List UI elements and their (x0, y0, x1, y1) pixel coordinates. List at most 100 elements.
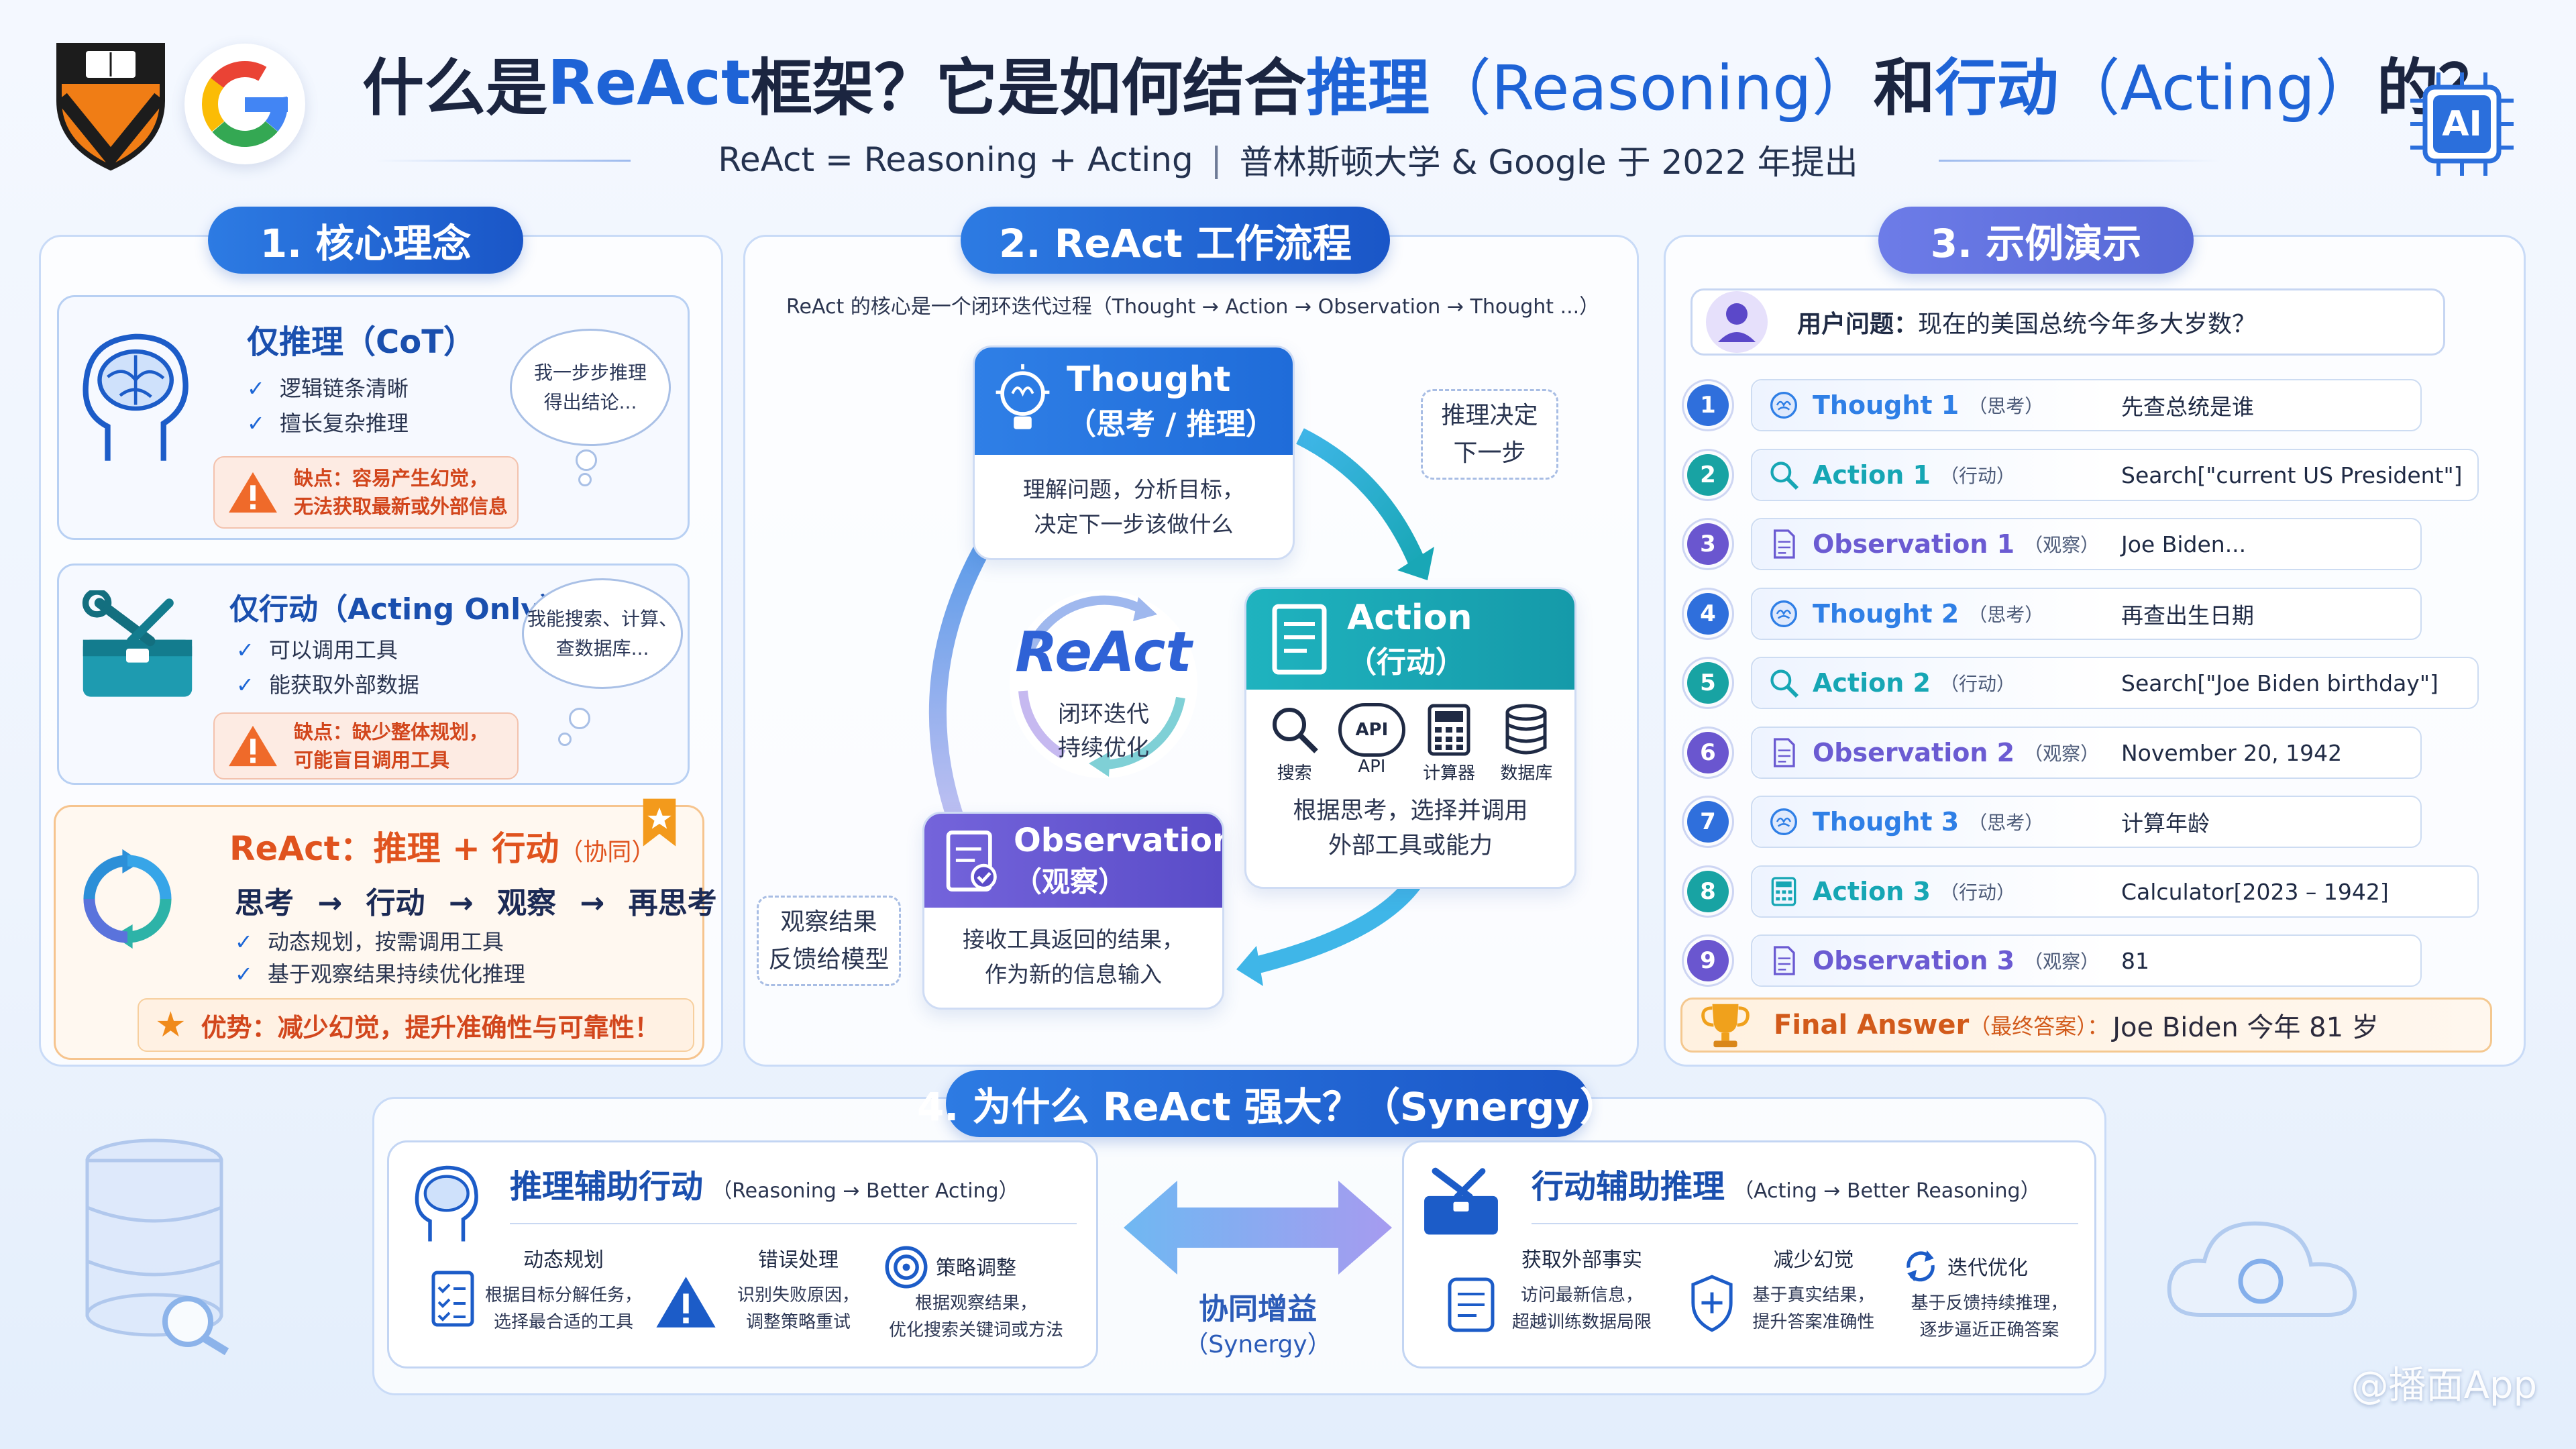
final-answer-sub: （最终答案）： (1969, 1014, 2109, 1039)
step-number-badge: 5 (1687, 662, 1729, 704)
question-text: 现在的美国总统今年多大岁数？ (1918, 311, 2257, 338)
cot-bubble-dot-2 (578, 473, 592, 486)
act-warning: 缺点：缺少整体规划，可能盲目调用工具 (213, 712, 519, 780)
tool-database-label: 数据库 (1500, 763, 1553, 784)
note-decide-next: 推理决定 下一步 (1421, 389, 1558, 480)
step-value: 81 (2121, 947, 2149, 974)
left-item-1-desc-1: 根据目标分解任务， (484, 1285, 642, 1305)
cot-bubble-line-1: 我一步步推理 (533, 361, 647, 384)
action-body-line-2: 外部工具或能力 (1328, 833, 1493, 859)
watermark: @播面App (2351, 1364, 2537, 1407)
cot-warning: 缺点：容易产生幻觉，无法获取最新或外部信息 (213, 456, 519, 529)
step-name: Observation 1 (1813, 529, 2015, 559)
warning-icon (656, 1277, 716, 1328)
center-react-logo: ReAct (1015, 621, 1192, 684)
step-value: 先查总统是谁 (2121, 394, 2254, 420)
example-step-row: Observation 2（观察）November 20, 1942 (1751, 727, 2422, 779)
act-bubble-line-1: 我能搜索、计算、 (527, 607, 678, 630)
user-question: 用户问题： 现在的美国总统今年多大岁数？ (1690, 288, 2445, 356)
ai-chip-icon: AI (2405, 67, 2519, 181)
search-icon (1272, 708, 1318, 753)
brain-icon (1767, 597, 1801, 631)
step-name: Observation 2 (1813, 738, 2015, 767)
act-point-2: 能获取外部数据 (236, 667, 419, 702)
right-item-1-title: 获取外部事实 (1521, 1248, 1642, 1272)
flow-arrow: → (448, 886, 474, 920)
note-feedback-line-1: 观察结果 (780, 908, 877, 936)
toolbox-icon (1424, 1167, 1498, 1235)
step-name: Thought 1 (1813, 390, 1960, 420)
step-name: Action 1 (1813, 460, 1931, 490)
step-sub: （行动） (1939, 881, 2015, 904)
step-number-badge: 3 (1687, 523, 1729, 565)
step-number-badge: 7 (1687, 801, 1729, 843)
document-icon (1767, 944, 1801, 977)
step-value: 计算年龄 (2121, 810, 2210, 837)
observation-sub: （观察） (1014, 865, 1127, 898)
act-point-1: 可以调用工具 (236, 633, 398, 667)
left-item-1-desc-2: 选择最合适的工具 (493, 1312, 633, 1332)
step-sub: （观察） (2024, 534, 2100, 556)
example-step-row: Action 2（行动）Search["Joe Biden birthday"] (1751, 657, 2479, 709)
step-sub: （思考） (1968, 604, 2044, 626)
page-title: 什么是 ReAct 框架？它是如何结合推理（Reasoning）和行动（Acti… (362, 46, 2500, 124)
step-sub: （思考） (1968, 395, 2044, 417)
react-heading-main: ReAct：推理 + 行动 (229, 829, 559, 868)
step-value: Joe Biden... (2121, 531, 2247, 557)
clipboard-checklist-icon (431, 1271, 474, 1327)
example-step-row: Thought 3（思考）计算年龄 (1751, 796, 2422, 848)
step-sub: （行动） (1939, 673, 2015, 695)
left-sub: （Reasoning → Better Acting） (712, 1179, 1019, 1203)
right-item-1-desc-2: 超越训练数据局限 (1511, 1312, 1652, 1332)
warning-icon (229, 725, 277, 767)
final-answer: Final Answer （最终答案）： Joe Biden 今年 81 岁 (1680, 998, 2492, 1053)
react-heading-sub: （协同） (559, 839, 656, 866)
example-step-row: Thought 2（思考）再查出生日期 (1751, 588, 2422, 640)
note-decide-line-1: 推理决定 (1441, 401, 1538, 429)
right-item-3-desc-1: 基于反馈持续推理， (1911, 1293, 2068, 1313)
lightbulb-brain-icon (996, 364, 1050, 429)
react-advantage-text: 优势：减少幻觉，提升准确性与可靠性！ (201, 1012, 660, 1042)
cot-point-2: 擅长复杂推理 (247, 406, 409, 441)
section-4-title: 4. 为什么 ReAct 强大？（Synergy） (917, 1070, 1619, 1137)
right-item-2-desc-2: 提升答案准确性 (1752, 1312, 1875, 1332)
acting-helps-reasoning: 行动辅助推理 （Acting → Better Reasoning） 获取外部事… (1402, 1140, 2096, 1368)
note-decide-line-2: 下一步 (1453, 439, 1526, 467)
act-heading: 仅行动（Acting Only） (229, 592, 570, 627)
section-1-title: 1. 核心理念 (208, 207, 523, 274)
synergy-double-arrow (1124, 1181, 1392, 1275)
document-icon (1767, 736, 1801, 769)
left-item-3-desc-2: 优化搜索关键词或方法 (888, 1320, 1063, 1340)
left-item-2-desc-2: 调整策略重试 (745, 1312, 851, 1332)
refresh-icon (1907, 1250, 1935, 1282)
document-list-icon (1448, 1277, 1495, 1332)
react-flow: 思考 → 行动 → 观察 → 再思考 (235, 879, 717, 922)
step-number-badge: 8 (1687, 871, 1729, 912)
action-sub: （行动） (1347, 645, 1465, 680)
observation-body-line-2: 作为新的信息输入 (985, 961, 1162, 987)
thought-body-line-2: 决定下一步该做什么 (1034, 511, 1234, 537)
ai-badge-text: AI (2442, 104, 2482, 144)
step-name: Thought 2 (1813, 599, 1960, 629)
step-name: Action 3 (1813, 877, 1931, 906)
star-icon: ★ (155, 1005, 186, 1045)
thought-title: Thought (1067, 360, 1231, 400)
synergy-sub: （Synergy） (1184, 1331, 1332, 1358)
step-number-badge: 2 (1687, 454, 1729, 496)
synergy-label: 协同增益 (1199, 1292, 1317, 1326)
example-step-row: Thought 1 （思考） 先查总统是谁 (1751, 379, 2422, 431)
act-warn-line-1: 缺点：缺少整体规划， (294, 720, 489, 743)
subtitle-decor-right (1939, 160, 2220, 162)
flow-think: 思考 (235, 886, 294, 920)
step-value: Search["current US President"] (2121, 462, 2463, 488)
cot-warn-line-1: 缺点：容易产生幻觉， (294, 467, 489, 490)
workflow-action-box: Action （行动） 搜索 API API 计算器 数据库 根据思考，选择并调… (1244, 587, 1576, 889)
document-icon (1767, 527, 1801, 561)
left-item-2-desc-1: 识别失败原因， (737, 1285, 859, 1305)
user-avatar-icon (1706, 291, 1768, 353)
observation-body-line-1: 接收工具返回的结果， (963, 926, 1184, 953)
left-item-2-title: 错误处理 (758, 1248, 839, 1272)
subtitle-decor-left (376, 160, 631, 162)
search-icon (1767, 666, 1801, 700)
